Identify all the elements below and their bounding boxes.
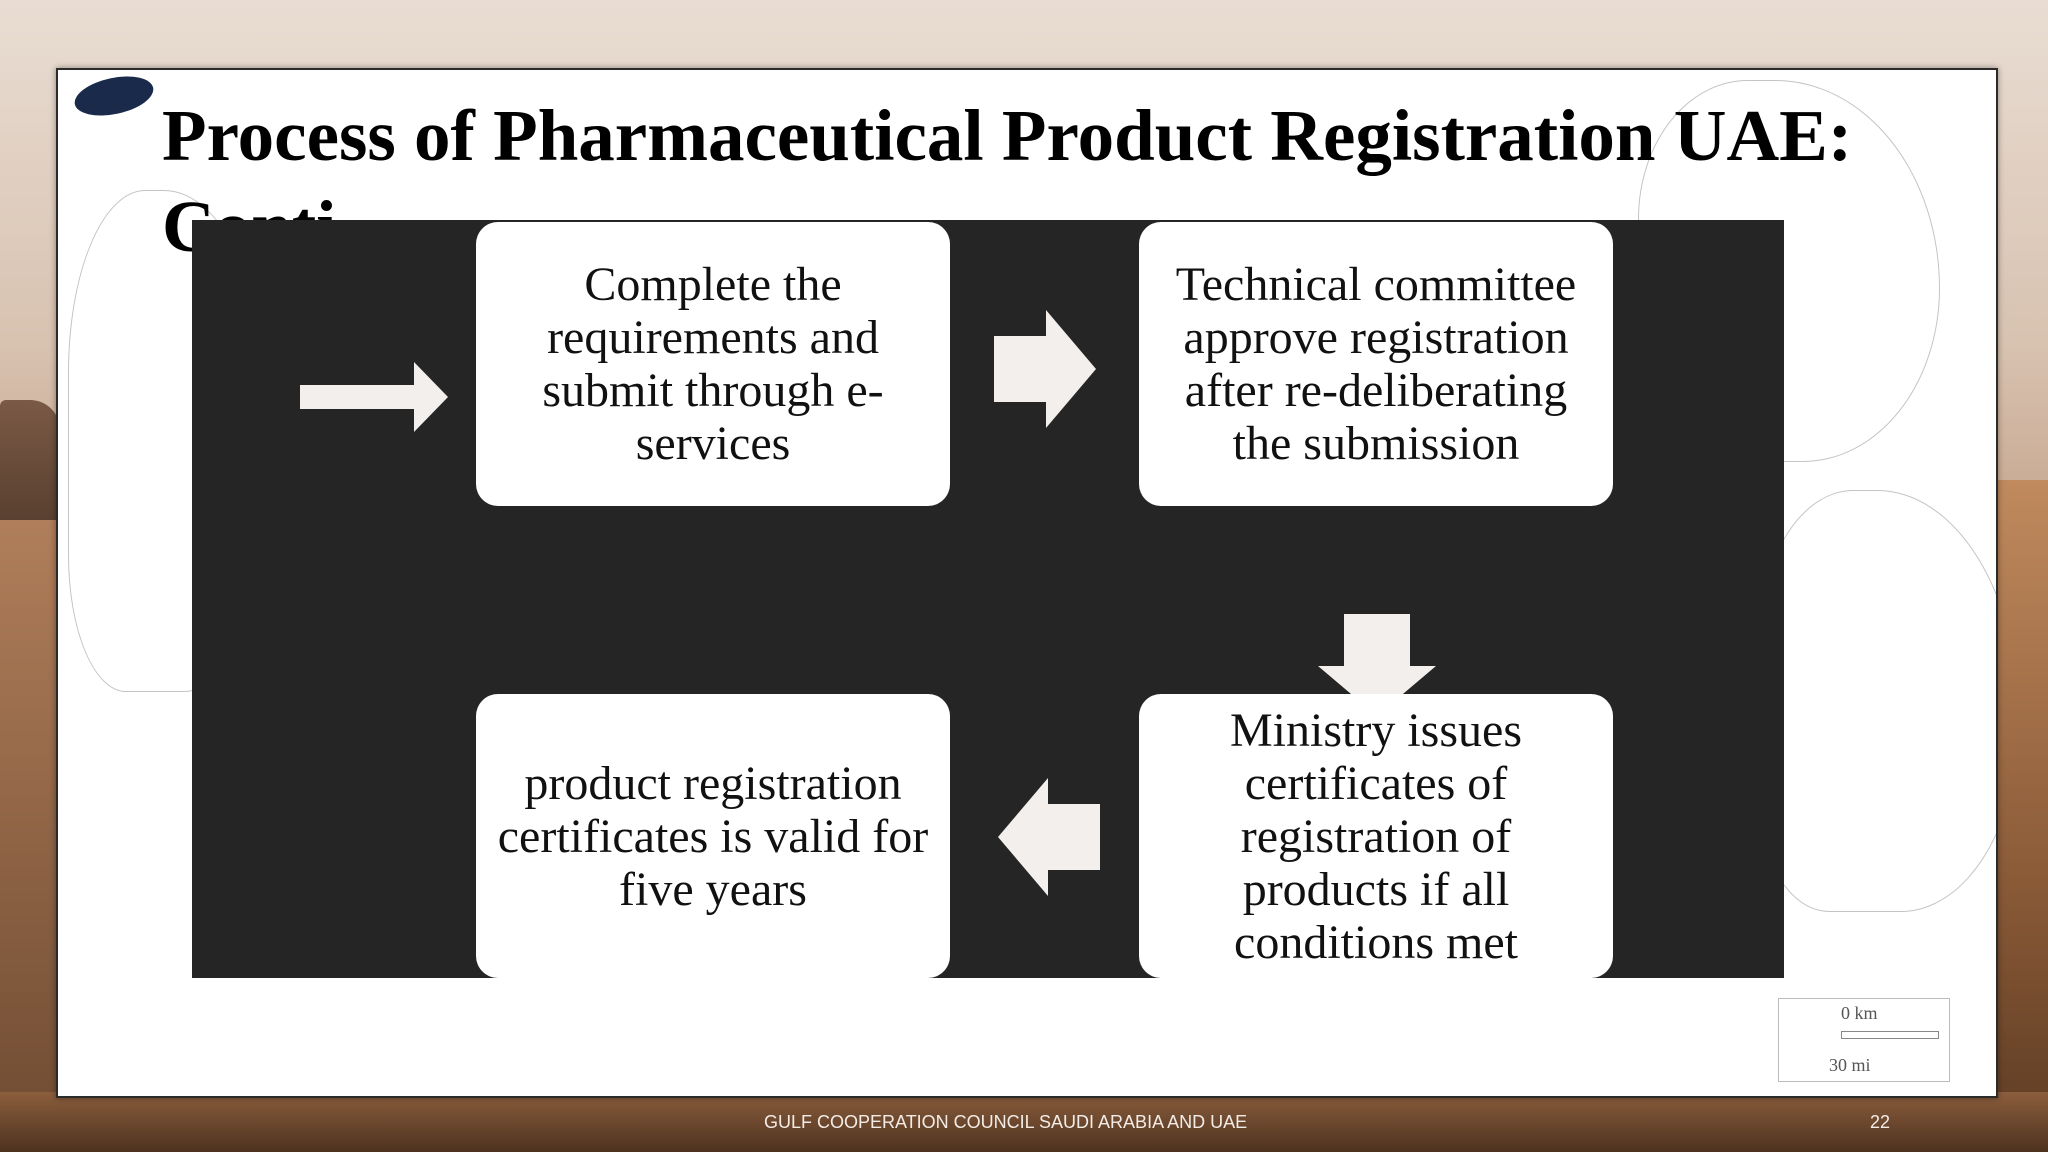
arrow-left-icon (998, 778, 1100, 896)
footer-label: GULF COOPERATION COUNCIL SAUDI ARABIA AN… (764, 1112, 1248, 1132)
step-3-text: Ministry issues certificates of registra… (1229, 703, 1523, 969)
map-region-icon (71, 70, 157, 122)
arrow-right-icon (994, 310, 1096, 428)
map-scale-bar: 0 km 30 mi (1778, 998, 1950, 1082)
process-diagram: Complete the requirements and submit thr… (192, 220, 1784, 978)
slide-footer: GULF COOPERATION COUNCIL SAUDI ARABIA AN… (0, 1110, 2048, 1136)
background-ground-bottom (0, 1092, 2048, 1152)
scale-km-label: 0 km (1841, 1003, 1878, 1023)
step-2-text: Technical committee approve registration… (1175, 258, 1577, 470)
scale-mi-label: 30 mi (1829, 1055, 1871, 1075)
step-4-text: product registration certificates is val… (497, 756, 929, 916)
background-ground-right (1988, 480, 2048, 1152)
step-2-box: Technical committee approve registration… (1139, 222, 1613, 506)
page-number: 22 (1870, 1112, 1891, 1132)
step-1-text: Complete the requirements and submit thr… (542, 258, 884, 470)
step-3-box: Ministry issues certificates of registra… (1139, 694, 1613, 978)
scale-bar-line (1841, 1031, 1939, 1039)
background-ground-left (0, 520, 60, 1152)
step-4-box: product registration certificates is val… (476, 694, 950, 978)
entry-arrow-icon (300, 362, 448, 432)
step-1-box: Complete the requirements and submit thr… (476, 222, 950, 506)
map-outline (1758, 490, 1996, 912)
arrow-down-icon (1318, 614, 1436, 716)
